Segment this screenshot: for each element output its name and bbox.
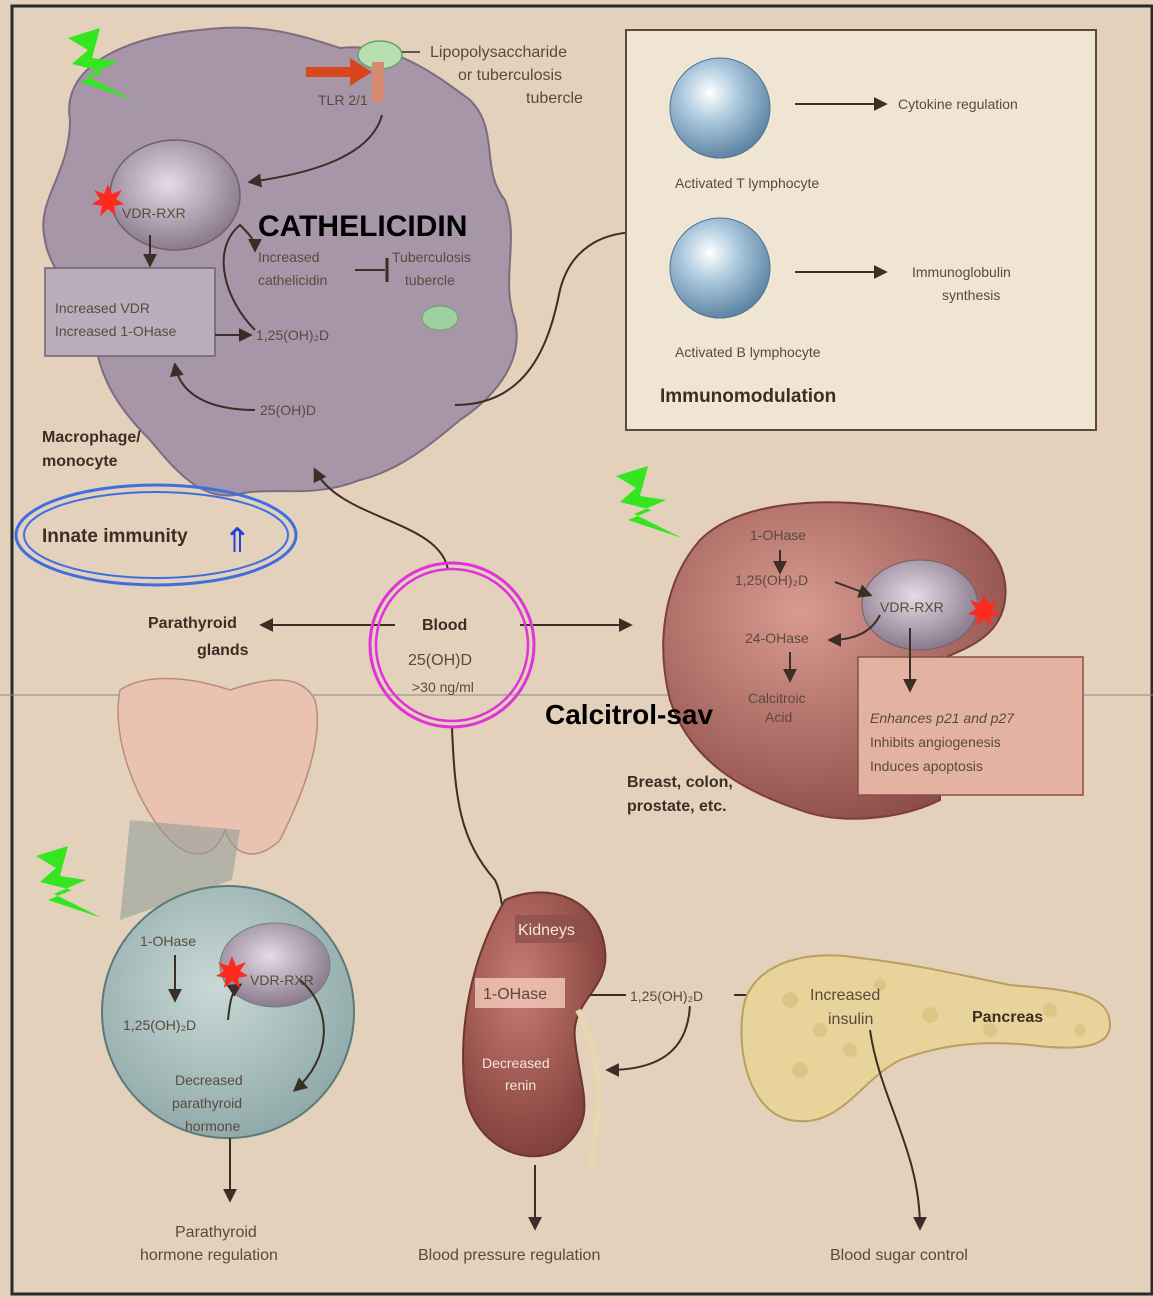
para-ohase-label: 1-OHase bbox=[140, 933, 196, 949]
innate-immunity-label: Innate immunity bbox=[42, 526, 188, 547]
parathyroid-glands-2: glands bbox=[197, 642, 249, 659]
tissues-label-2: prostate, etc. bbox=[627, 798, 727, 815]
ohd-macrophage: 25(OH)D bbox=[260, 402, 316, 418]
calcitrol-overlay: Calcitrol-sav bbox=[545, 699, 713, 730]
macrophage-nucleus bbox=[110, 140, 240, 250]
para-regulation-1: Parathyroid bbox=[175, 1224, 257, 1241]
oh2d-macrophage: 1,25(OH)₂D bbox=[256, 327, 329, 343]
insulin-label-1: Increased bbox=[810, 987, 880, 1004]
tb-tubercle-small bbox=[422, 306, 458, 330]
effects-box bbox=[858, 657, 1083, 795]
immunoglobulin-label-1: Immunoglobulin bbox=[912, 264, 1011, 280]
macrophage-label-1: Macrophage/ bbox=[42, 429, 141, 446]
immunoglobulin-label-2: synthesis bbox=[942, 287, 1000, 303]
insulin-label-2: insulin bbox=[828, 1011, 873, 1028]
tlr-receptor bbox=[372, 62, 384, 102]
lps-label-1: Lipopolysaccharide bbox=[430, 44, 567, 61]
lps-label-3: tubercle bbox=[526, 90, 583, 107]
t-cell-label: Activated T lymphocyte bbox=[675, 175, 819, 191]
vdr-rxr-label: VDR-RXR bbox=[122, 205, 186, 221]
para-oh2d-label: 1,25(OH)₂D bbox=[123, 1017, 196, 1033]
blood-value: 25(OH)D bbox=[408, 652, 472, 669]
cathelicidin-overlay: CATHELICIDIN bbox=[258, 210, 467, 243]
b-cell-label: Activated B lymphocyte bbox=[675, 344, 821, 360]
increased-vdr-label: Increased VDR bbox=[55, 300, 150, 316]
effect-3: Induces apoptosis bbox=[870, 758, 983, 774]
kidney-title: Kidneys bbox=[518, 922, 575, 939]
b-lymphocyte bbox=[670, 218, 770, 318]
para-vdr-rxr-label: VDR-RXR bbox=[250, 972, 314, 988]
cell-vdr-rxr-label: VDR-RXR bbox=[880, 599, 944, 615]
increased-cathelicidin-1: Increased bbox=[258, 249, 319, 265]
para-pth-2: parathyroid bbox=[172, 1095, 242, 1111]
t-lymphocyte bbox=[670, 58, 770, 158]
blood-title: Blood bbox=[422, 617, 467, 634]
kidney-renin-2: renin bbox=[505, 1077, 536, 1093]
kidney-renin-1: Decreased bbox=[482, 1055, 550, 1071]
parathyroid-glands-1: Parathyroid bbox=[148, 615, 237, 632]
calcitroic-label-2: Acid bbox=[765, 709, 792, 725]
up-arrow-icon: ⇑ bbox=[223, 521, 252, 561]
cell-oh2d-label: 1,25(OH)₂D bbox=[735, 572, 808, 588]
para-pth-1: Decreased bbox=[175, 1072, 243, 1088]
increased-ohase-label: Increased 1-OHase bbox=[55, 323, 177, 339]
effect-2: Inhibits angiogenesis bbox=[870, 734, 1001, 750]
blood-range: >30 ng/ml bbox=[412, 679, 474, 695]
effect-1: Enhances p21 and p27 bbox=[870, 710, 1015, 726]
tuberculosis-label-2: tubercle bbox=[405, 272, 455, 288]
tissues-label-1: Breast, colon, bbox=[627, 774, 733, 791]
cell-24ohase-label: 24-OHase bbox=[745, 630, 809, 646]
immuno-title: Immunomodulation bbox=[660, 386, 836, 407]
kidney-oh2d-label: 1,25(OH)₂D bbox=[630, 988, 703, 1004]
pancreas-title: Pancreas bbox=[972, 1009, 1043, 1026]
cell-ohase-label: 1-OHase bbox=[750, 527, 806, 543]
cytokine-label: Cytokine regulation bbox=[898, 96, 1018, 112]
para-regulation-2: hormone regulation bbox=[140, 1247, 278, 1264]
bp-label: Blood pressure regulation bbox=[418, 1247, 600, 1264]
macrophage-label-2: monocyte bbox=[42, 453, 118, 470]
para-pth-3: hormone bbox=[185, 1118, 240, 1134]
sugar-label: Blood sugar control bbox=[830, 1247, 968, 1264]
lps-label-2: or tuberculosis bbox=[458, 67, 562, 84]
tuberculosis-label-1: Tuberculosis bbox=[392, 249, 471, 265]
increased-cathelicidin-2: cathelicidin bbox=[258, 272, 327, 288]
calcitroic-label-1: Calcitroic bbox=[748, 690, 806, 706]
kidney-ohase-label: 1-OHase bbox=[483, 986, 547, 1003]
tlr-label: TLR 2/1 bbox=[318, 92, 368, 108]
